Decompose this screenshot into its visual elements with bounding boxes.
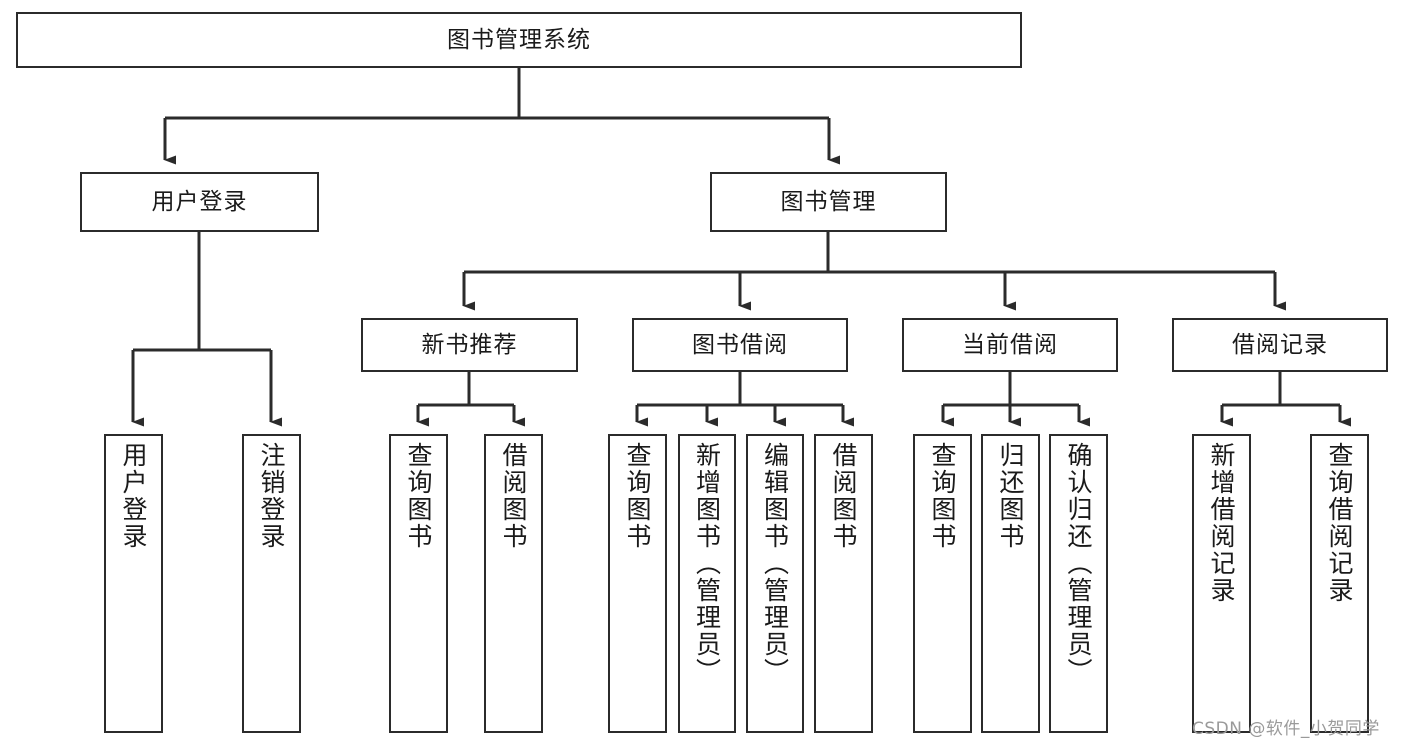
- node-root-book-management-system[interactable]: 图书管理系统: [16, 12, 1022, 68]
- node-label: 用户登录: [119, 442, 148, 550]
- node-borrow-record[interactable]: 借阅记录: [1172, 318, 1388, 372]
- node-label: 借阅图书: [829, 442, 858, 550]
- leaf-logout-login[interactable]: 注销登录: [242, 434, 301, 733]
- node-label: 当前借阅: [962, 331, 1058, 358]
- node-book-management[interactable]: 图书管理: [710, 172, 947, 232]
- leaf-add-borrow-record[interactable]: 新增借阅记录: [1192, 434, 1251, 733]
- node-label: 确认归还（管理员）: [1064, 442, 1093, 685]
- leaf-return-book[interactable]: 归还图书: [981, 434, 1040, 733]
- leaf-borrow-book-new-rec[interactable]: 借阅图书: [484, 434, 543, 733]
- leaf-query-book-borrow[interactable]: 查询图书: [608, 434, 667, 733]
- node-label: 查询图书: [928, 442, 957, 550]
- node-label: 借阅图书: [499, 442, 528, 550]
- node-label: 归还图书: [996, 442, 1025, 550]
- watermark-text: CSDN @软件_小贺同学: [1192, 719, 1380, 739]
- node-label: 查询图书: [404, 442, 433, 550]
- leaf-confirm-return-admin[interactable]: 确认归还（管理员）: [1049, 434, 1108, 733]
- node-label: 用户登录: [151, 188, 248, 215]
- node-label: 借阅记录: [1232, 331, 1328, 358]
- node-label: 图书借阅: [692, 331, 788, 358]
- leaf-query-book-current[interactable]: 查询图书: [913, 434, 972, 733]
- node-label: 新书推荐: [421, 331, 518, 358]
- node-label: 图书管理: [780, 188, 877, 215]
- node-label: 查询图书: [623, 442, 652, 550]
- leaf-query-borrow-record[interactable]: 查询借阅记录: [1310, 434, 1369, 733]
- node-new-book-recommendation[interactable]: 新书推荐: [361, 318, 578, 372]
- node-label: 新增借阅记录: [1207, 442, 1236, 604]
- node-label: 图书管理系统: [447, 26, 591, 53]
- node-label: 查询借阅记录: [1325, 442, 1354, 604]
- node-current-borrow[interactable]: 当前借阅: [902, 318, 1118, 372]
- node-user-login[interactable]: 用户登录: [80, 172, 319, 232]
- leaf-edit-book-admin[interactable]: 编辑图书（管理员）: [746, 434, 804, 733]
- leaf-borrow-book-borrow[interactable]: 借阅图书: [814, 434, 873, 733]
- leaf-user-login[interactable]: 用户登录: [104, 434, 163, 733]
- node-label: 编辑图书（管理员）: [760, 442, 790, 685]
- node-label: 新增图书（管理员）: [692, 442, 722, 685]
- node-label: 注销登录: [257, 442, 286, 550]
- leaf-add-book-admin[interactable]: 新增图书（管理员）: [678, 434, 736, 733]
- leaf-query-book-new-rec[interactable]: 查询图书: [389, 434, 448, 733]
- node-book-borrow[interactable]: 图书借阅: [632, 318, 848, 372]
